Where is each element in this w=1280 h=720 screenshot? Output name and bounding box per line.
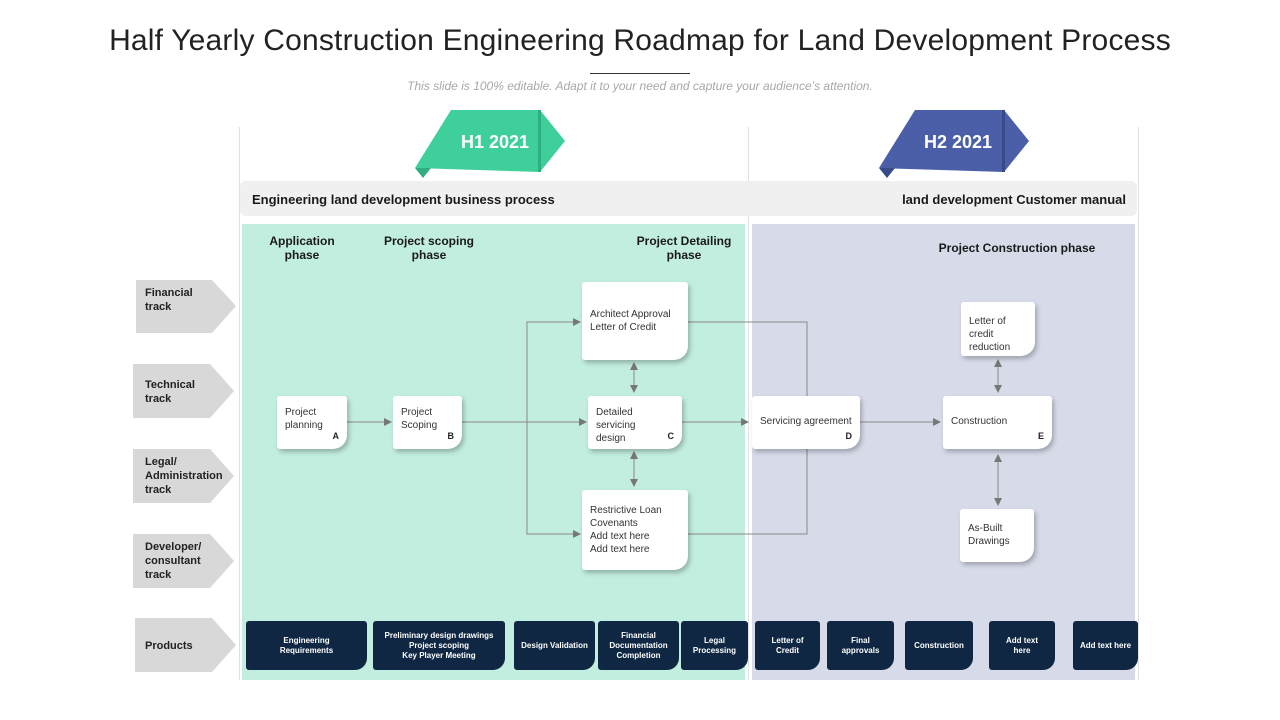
h2-phase-panel <box>752 224 1135 680</box>
h1-label: H1 2021 <box>460 132 530 152</box>
phase-construction: Project Construction phase <box>938 241 1096 255</box>
step-servicing-agreement: Servicing agreement D <box>752 396 860 449</box>
track-arrows <box>133 280 236 672</box>
product-add-text-2: Add text here <box>1073 621 1138 670</box>
banner-right-text: land development Customer manual <box>902 192 1126 207</box>
column-divider-middle <box>748 127 749 680</box>
step-letter-b: B <box>447 431 455 441</box>
connector-to-architect <box>526 318 581 422</box>
product-add-text-1: Add text here <box>989 621 1055 670</box>
h1-arrow-edge <box>538 110 541 172</box>
track-arrow-technical <box>133 364 234 418</box>
product-final-approvals: Final approvals <box>827 621 894 670</box>
track-developer: Developer/ consultant track <box>145 541 202 581</box>
step-restrictive-loan: Restrictive Loan Covenants Add text here… <box>582 490 688 570</box>
track-legal: Legal/ Administration track <box>145 456 223 496</box>
page-subtitle: This slide is 100% editable. Adapt it to… <box>407 79 873 93</box>
connector-to-restrictive <box>526 422 581 538</box>
step-servicing-agreement-text: Servicing agreement <box>760 416 852 427</box>
product-engineering-requirements: Engineering Requirements <box>246 621 367 670</box>
phase-detailing: Project Detailing phase <box>636 234 732 262</box>
step-letter-a: A <box>332 431 340 441</box>
h1-arrow-shape <box>415 110 565 172</box>
title-divider <box>590 73 690 74</box>
banner-left-text: Engineering land development business pr… <box>252 192 555 207</box>
h1-arrow-fold <box>415 168 431 178</box>
step-construction: Construction E <box>943 396 1052 449</box>
process-banner <box>240 181 1137 216</box>
step-detailed-servicing-text: Detailed servicing design <box>596 407 636 444</box>
step-letter-e: E <box>1037 431 1044 441</box>
product-construction: Construction <box>905 621 973 670</box>
step-letter-c: C <box>667 431 675 441</box>
step-architect-approval-text: Architect Approval Letter of Credit <box>590 309 671 333</box>
product-letter-of-credit: Letter of Credit <box>755 621 820 670</box>
step-credit-reduction-text: Letter of credit reduction <box>969 316 1011 353</box>
h2-arrow-fold <box>879 168 895 178</box>
track-arrow-developer <box>133 534 234 588</box>
product-design-validation: Design Validation <box>514 621 595 670</box>
step-as-built-text: As-Built Drawings <box>968 523 1010 547</box>
step-architect-approval: Architect Approval Letter of Credit <box>582 282 688 360</box>
column-divider-left <box>239 127 240 680</box>
h2-arrow-banner <box>879 110 1029 178</box>
column-divider-right <box>1138 127 1139 680</box>
step-construction-text: Construction <box>951 416 1008 427</box>
track-products: Products <box>145 640 193 652</box>
track-arrow-legal <box>133 449 234 503</box>
phase-scoping: Project scoping phase <box>383 234 475 262</box>
step-detailed-servicing: Detailed servicing design C <box>588 396 682 449</box>
step-project-planning: Project planning A <box>277 396 347 449</box>
phase-application: Application phase <box>269 234 335 262</box>
step-project-scoping-text: Project Scoping <box>401 407 438 431</box>
step-as-built: As-Built Drawings <box>960 509 1034 562</box>
product-financial-documentation: Financial Documentation Completion <box>598 621 679 670</box>
step-project-planning-text: Project planning <box>285 407 323 431</box>
step-restrictive-loan-text: Restrictive Loan Covenants Add text here… <box>590 505 662 555</box>
track-arrow-products <box>135 618 236 672</box>
track-technical: Technical track <box>145 379 195 405</box>
product-legal-processing: Legal Processing <box>681 621 748 670</box>
h2-label: H2 2021 <box>923 132 993 152</box>
product-preliminary-design: Preliminary design drawings Project scop… <box>373 621 505 670</box>
track-financial: Financial track <box>145 287 193 313</box>
track-arrow-financial <box>136 280 236 333</box>
h2-arrow-shape <box>879 110 1029 172</box>
h1-arrow-banner <box>415 110 565 178</box>
step-letter-d: D <box>845 431 853 441</box>
step-credit-reduction: Letter of credit reduction <box>961 302 1035 356</box>
h2-arrow-edge <box>1002 110 1005 172</box>
page-title: Half Yearly Construction Engineering Roa… <box>109 24 1171 57</box>
step-project-scoping: Project Scoping B <box>393 396 462 449</box>
